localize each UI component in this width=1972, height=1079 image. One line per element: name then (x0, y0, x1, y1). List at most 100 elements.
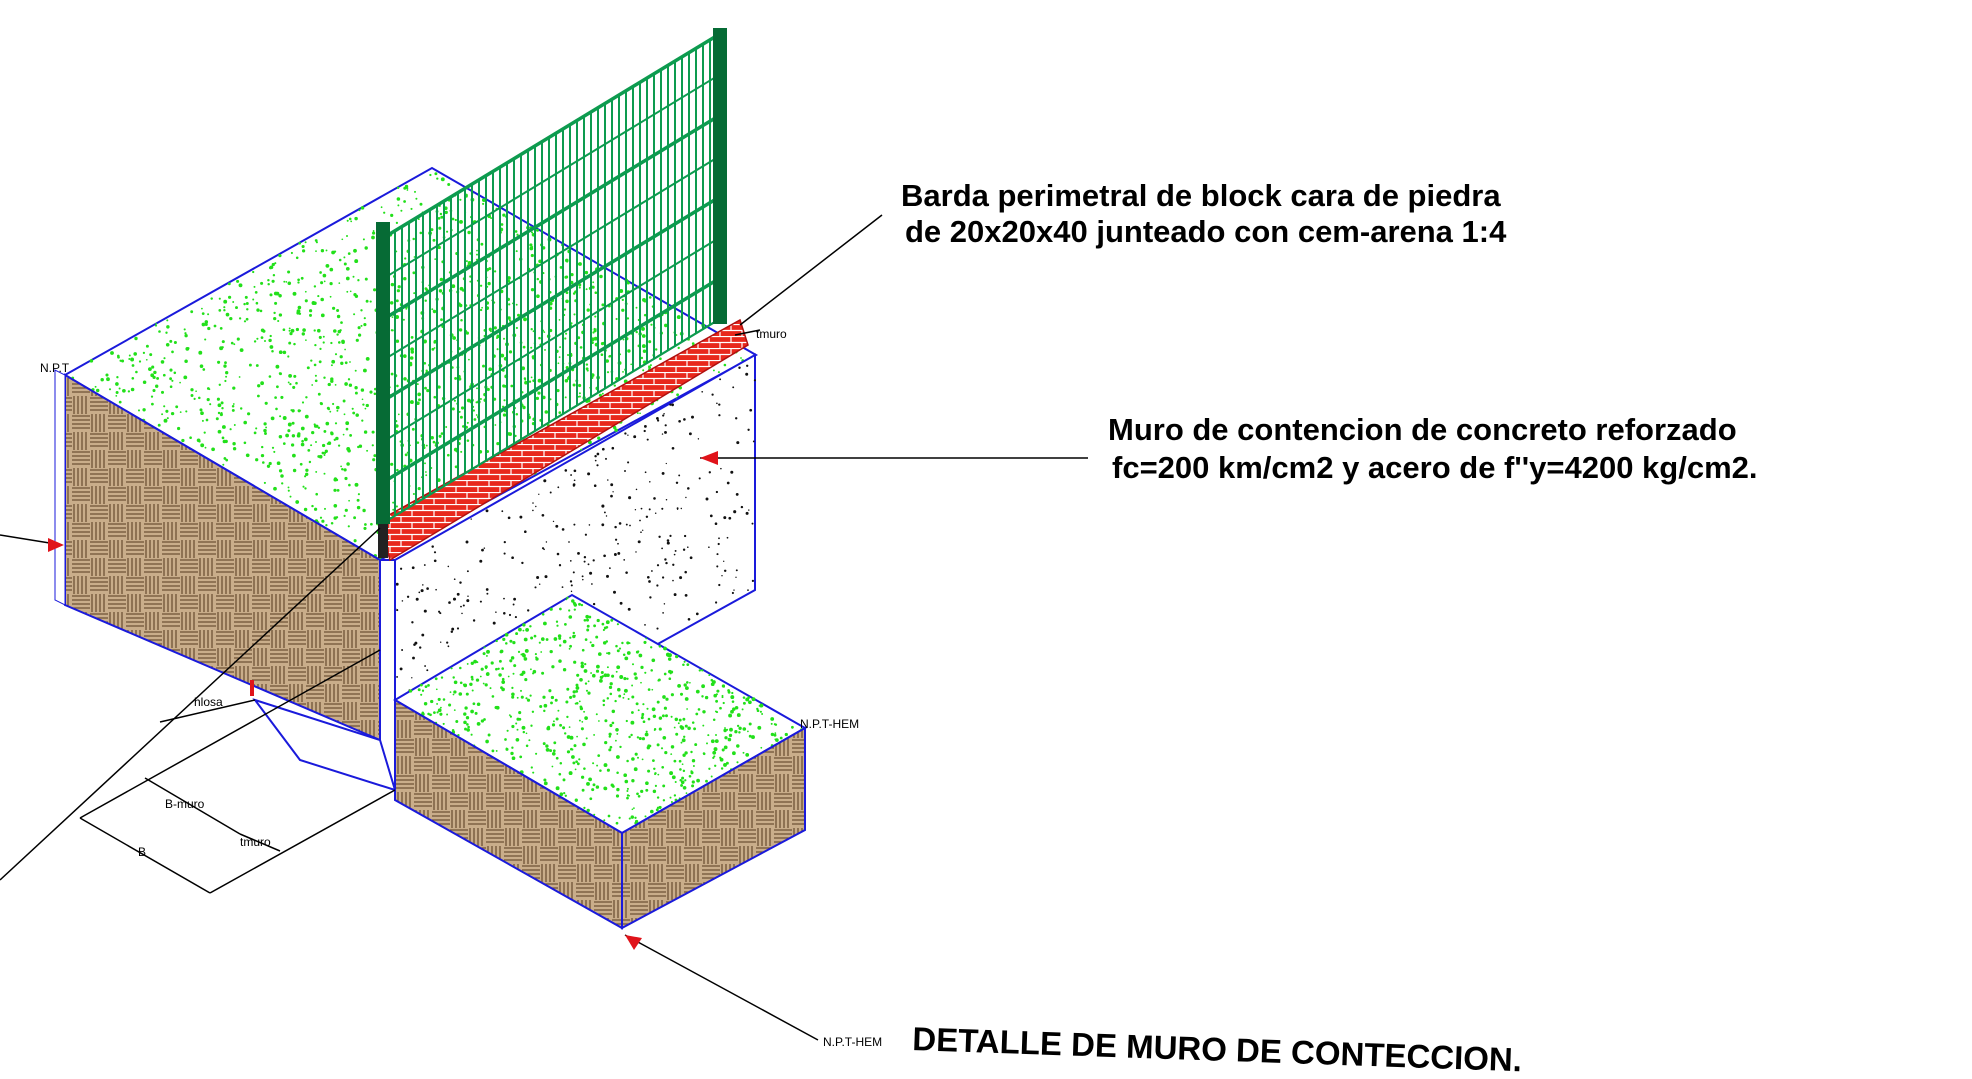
texture-dot (552, 749, 556, 753)
texture-dot (187, 347, 190, 350)
texture-dot (426, 669, 429, 672)
texture-dot (279, 372, 282, 376)
texture-dot (583, 710, 586, 713)
texture-dot (651, 707, 656, 712)
texture-dot (440, 706, 442, 709)
texture-dot (624, 470, 626, 472)
texture-dot (412, 656, 415, 660)
texture-dot (485, 588, 489, 591)
texture-dot (185, 410, 188, 413)
texture-dot (220, 401, 224, 405)
texture-dot (686, 681, 689, 684)
texture-dot (633, 767, 638, 772)
texture-dot (636, 412, 639, 415)
texture-dot (263, 428, 267, 433)
texture-dot (314, 239, 318, 242)
texture-dot (609, 745, 613, 749)
texture-dot (679, 725, 683, 729)
texture-dot (274, 301, 278, 305)
texture-dot (574, 702, 577, 705)
texture-dot (305, 339, 307, 341)
texture-dot (606, 574, 609, 578)
texture-dot (423, 701, 428, 706)
texture-dot (559, 723, 563, 727)
texture-dot (467, 725, 470, 729)
texture-dot (523, 657, 528, 661)
texture-dot (190, 388, 194, 392)
texture-dot (506, 729, 509, 732)
texture-dot (459, 681, 463, 685)
texture-dot (464, 727, 467, 731)
texture-dot (453, 680, 458, 685)
texture-dot (721, 684, 726, 688)
texture-dot (515, 722, 518, 725)
texture-dot (734, 706, 739, 710)
texture-dot (158, 330, 161, 333)
texture-dot (543, 778, 547, 782)
texture-dot (201, 419, 204, 422)
muro-label-line2: fc=200 km/cm2 y acero de f''y=4200 kg/cm… (1112, 450, 1758, 485)
texture-dot (557, 709, 560, 712)
texture-dot (137, 409, 141, 412)
texture-dot (452, 693, 455, 696)
texture-dot (652, 759, 655, 762)
texture-dot (583, 806, 586, 810)
texture-dot (264, 401, 268, 405)
texture-dot (297, 281, 300, 284)
texture-dot (473, 659, 478, 664)
texture-dot (380, 206, 383, 209)
texture-dot (588, 777, 592, 782)
texture-dot (645, 515, 649, 518)
texture-dot (558, 659, 562, 663)
texture-dot (329, 410, 332, 413)
texture-dot (314, 379, 318, 383)
texture-dot (373, 454, 377, 458)
texture-dot (511, 686, 514, 690)
texture-dot (334, 384, 337, 386)
texture-dot (347, 449, 351, 453)
texture-dot (170, 411, 175, 416)
texture-dot (551, 765, 554, 768)
texture-dot (735, 576, 737, 578)
texture-dot (644, 671, 647, 674)
texture-dot (553, 637, 558, 641)
texture-dot (203, 431, 206, 434)
texture-dot (261, 445, 264, 449)
texture-dot (652, 714, 657, 719)
texture-dot (628, 496, 632, 500)
fence-rail (387, 156, 719, 358)
texture-dot (760, 746, 763, 749)
texture-dot (372, 230, 375, 232)
texture-dot (263, 481, 266, 484)
texture-dot (779, 736, 783, 740)
texture-dot (323, 280, 326, 283)
texture-dot (541, 671, 545, 675)
texture-dot (684, 570, 687, 574)
texture-dot (564, 469, 568, 472)
texture-dot (580, 664, 585, 669)
texture-dot (485, 654, 488, 657)
texture-dot (542, 621, 547, 626)
texture-dot (589, 641, 592, 644)
texture-dot (343, 413, 346, 416)
texture-dot (678, 419, 681, 423)
texture-dot (462, 683, 465, 686)
texture-dot (653, 729, 656, 731)
texture-dot (262, 461, 265, 464)
texture-dot (145, 358, 148, 361)
texture-dot (545, 748, 550, 752)
texture-dot (733, 510, 737, 514)
texture-dot (450, 667, 453, 670)
texture-dot (593, 733, 596, 736)
texture-dot (732, 751, 736, 756)
texture-dot (320, 402, 323, 406)
texture-dot (513, 664, 517, 668)
texture-dot (626, 787, 629, 790)
texture-dot (682, 785, 687, 790)
texture-dot (605, 515, 608, 517)
texture-dot (580, 727, 584, 731)
texture-dot (288, 329, 291, 332)
texture-dot (413, 643, 416, 646)
texture-dot (540, 651, 543, 653)
texture-dot (675, 481, 679, 485)
